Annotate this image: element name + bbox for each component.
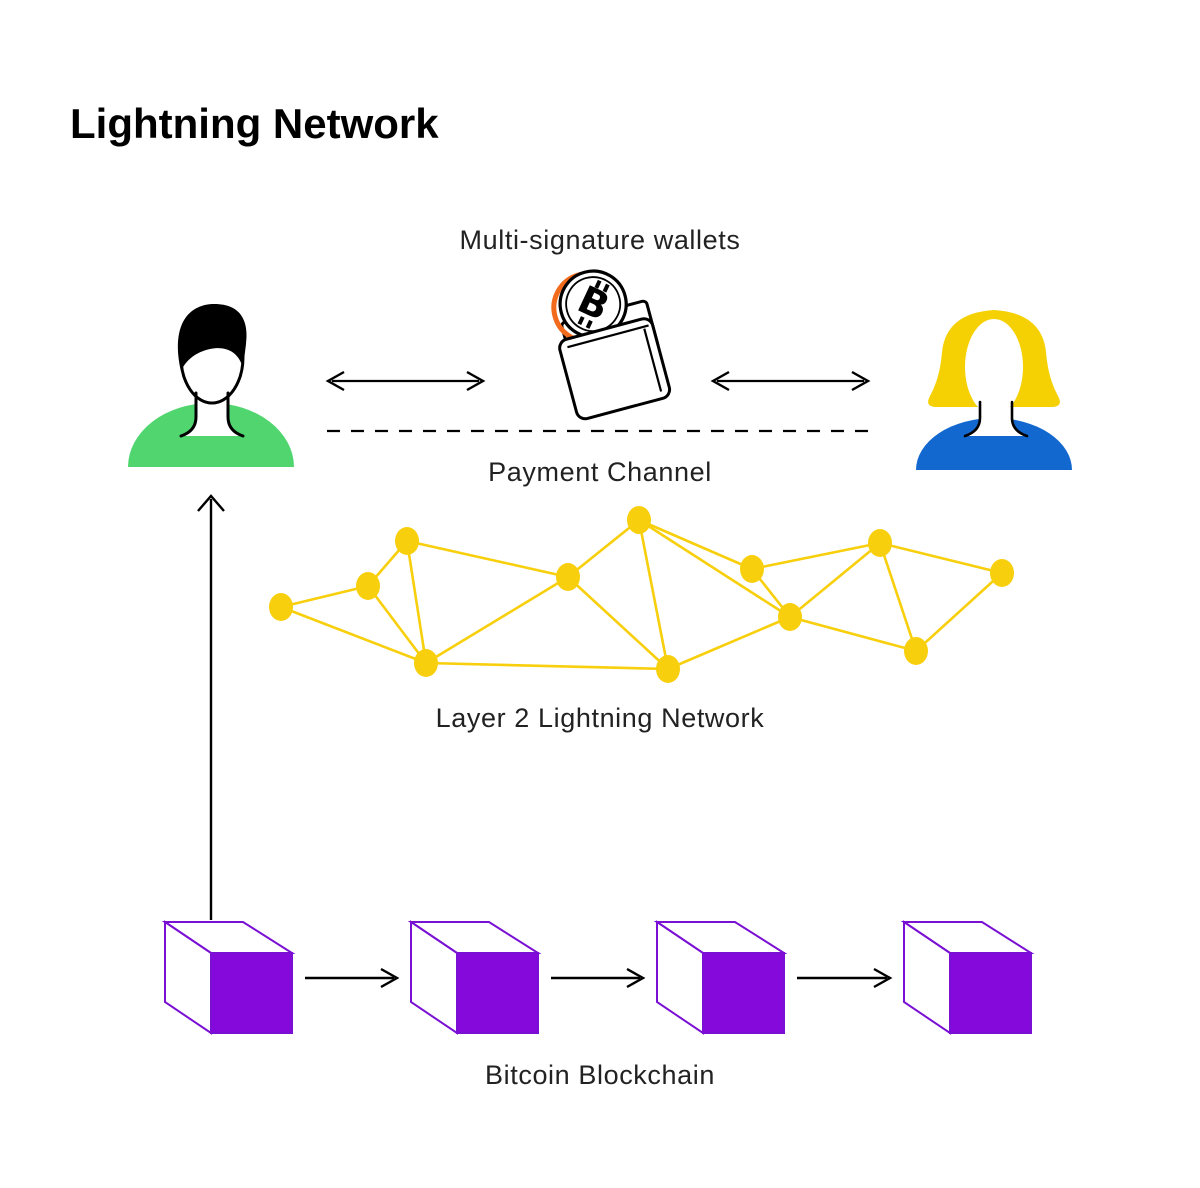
- block-arrow-head: [380, 967, 400, 989]
- cube-front-face: [456, 952, 539, 1034]
- network-channel-edge: [638, 518, 753, 571]
- settle-arrow-head: [197, 494, 225, 512]
- network-channel-edge: [915, 572, 1003, 652]
- network-channel-edge: [789, 541, 881, 619]
- cube-front-face: [949, 952, 1032, 1034]
- network-node: [356, 572, 380, 600]
- payment-channel-graphics: [325, 370, 873, 433]
- payment-channel-label: Payment Channel: [488, 457, 712, 487]
- page-title: Lightning Network: [70, 100, 439, 147]
- lightning-network-graph: [269, 506, 1014, 683]
- layer2-network-label: Layer 2 Lightning Network: [435, 703, 765, 733]
- network-channel-edge: [425, 575, 569, 665]
- network-node: [778, 603, 802, 631]
- network-channel-edge: [638, 518, 791, 619]
- network-channel-edge: [280, 605, 427, 665]
- wallet-icon: B: [551, 269, 672, 421]
- bitcoin-blockchain-label: Bitcoin Blockchain: [485, 1060, 715, 1090]
- bitcoin-coin-icon: B: [558, 269, 628, 339]
- network-node: [556, 563, 580, 591]
- block-arrow-head: [873, 967, 893, 989]
- cube-front-face: [702, 952, 785, 1034]
- network-channel-edge: [878, 542, 918, 652]
- multisig-wallets-label: Multi-signature wallets: [459, 225, 741, 255]
- network-channel-edge: [366, 585, 428, 664]
- cube-front-face: [210, 952, 293, 1034]
- network-channel-edge: [567, 576, 669, 670]
- network-channel-edge: [789, 615, 917, 653]
- channel-arrow-head-left: [325, 370, 345, 392]
- man-avatar-icon: [128, 303, 294, 467]
- channel-arrow-head-right: [851, 370, 871, 392]
- woman-avatar-icon: [916, 310, 1072, 470]
- network-node: [414, 649, 438, 677]
- channel-arrow-head-right: [466, 370, 486, 392]
- network-channel-edge: [751, 541, 881, 571]
- network-channel-edge: [667, 615, 791, 671]
- network-node: [740, 555, 764, 583]
- block-arrow-head: [626, 967, 646, 989]
- network-channel-edge: [879, 541, 1003, 575]
- network-node: [868, 529, 892, 557]
- blockchain-cube-icon: [407, 920, 542, 1035]
- network-channel-edge: [425, 661, 669, 671]
- network-channel-edge: [637, 519, 670, 670]
- blockchain-row: [161, 494, 1035, 1035]
- blockchain-cube-icon: [161, 920, 296, 1035]
- network-node: [990, 559, 1014, 587]
- network-node: [904, 637, 928, 665]
- blockchain-cube-icon: [653, 920, 788, 1035]
- network-node: [656, 655, 680, 683]
- network-node: [627, 506, 651, 534]
- network-channel-edge: [280, 584, 369, 609]
- network-node: [395, 527, 419, 555]
- network-channel-edge: [406, 539, 569, 579]
- blockchain-cube-icon: [900, 920, 1035, 1035]
- network-node: [269, 593, 293, 621]
- network-channel-edge: [405, 540, 428, 664]
- network-channel-edge: [567, 518, 640, 579]
- channel-arrow-head-left: [710, 370, 730, 392]
